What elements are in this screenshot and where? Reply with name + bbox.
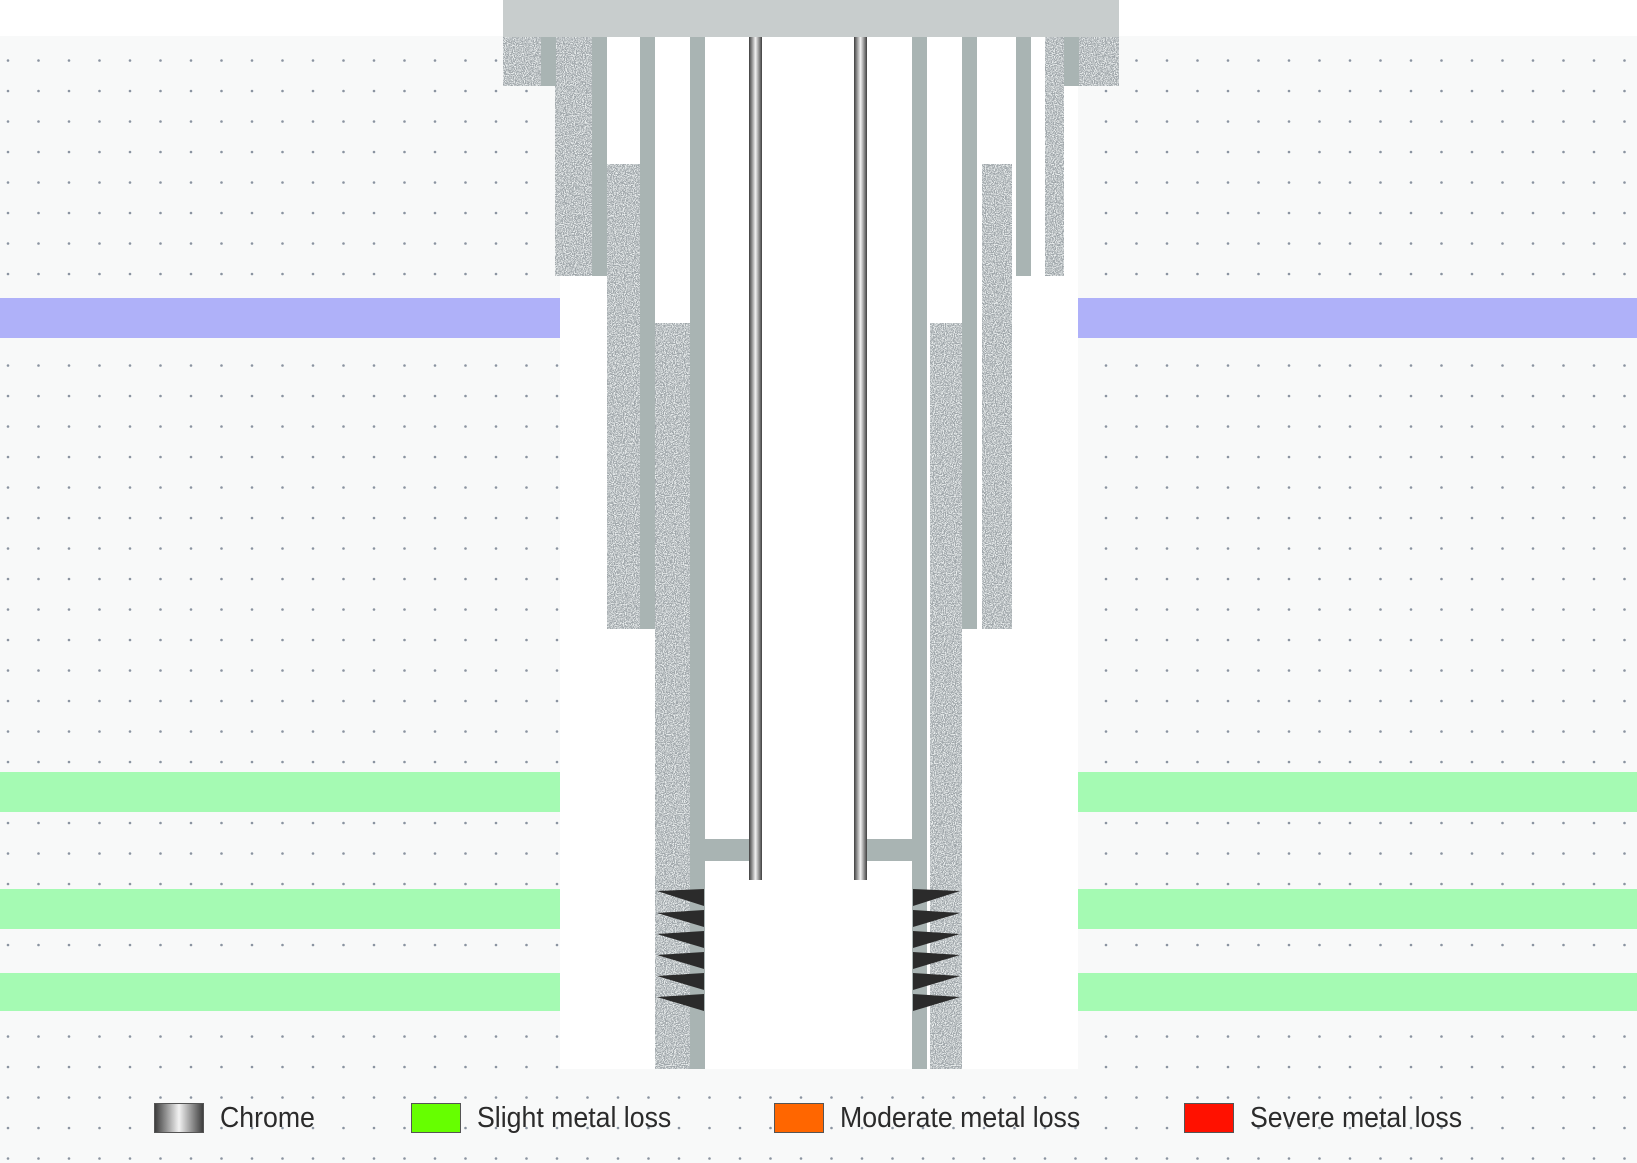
reservoir-layer-1-left	[0, 772, 655, 812]
intermediate-casing-right	[962, 36, 977, 629]
conductor-casing-right	[1064, 36, 1079, 86]
aquifer-layer-right	[1012, 298, 1637, 338]
moderate-loss-swatch	[774, 1103, 824, 1133]
surface-casing-left	[592, 36, 607, 276]
production-casing-left	[690, 36, 705, 1069]
legend-label: Moderate metal loss	[840, 1101, 1081, 1134]
packer-teeth-right	[913, 889, 960, 1011]
tubing-wall-right	[854, 36, 867, 880]
reservoir-layer-2-left	[0, 889, 655, 929]
production-casing-right	[912, 36, 927, 1069]
legend-label: Slight metal loss	[477, 1101, 672, 1134]
legend-label: Chrome	[220, 1101, 315, 1134]
legend-item-chrome: Chrome	[154, 1085, 323, 1151]
casing-strings	[541, 36, 1079, 1069]
packer-teeth-left	[657, 889, 704, 1011]
reservoir-layer-3-left	[0, 973, 655, 1011]
legend-item-severe: Severe metal loss	[1184, 1085, 1481, 1151]
legend-item-slight: Slight metal loss	[411, 1085, 688, 1151]
packer-seat-left	[705, 839, 750, 861]
cement-texture	[503, 36, 1119, 1069]
legend: Chrome Slight metal loss Moderate metal …	[0, 1085, 1637, 1151]
chrome-swatch	[154, 1103, 204, 1133]
intermediate-casing-left	[640, 36, 655, 629]
surface-casing-right	[1016, 36, 1031, 276]
tubing-wall-left	[749, 36, 762, 880]
packer-seat-right	[867, 839, 912, 861]
legend-item-moderate: Moderate metal loss	[774, 1085, 1101, 1151]
aquifer-layer-left	[0, 298, 607, 338]
severe-loss-swatch	[1184, 1103, 1234, 1133]
conductor-casing-left	[541, 36, 556, 86]
slight-loss-swatch	[411, 1103, 461, 1133]
wellhead	[503, 0, 1119, 37]
legend-label: Severe metal loss	[1250, 1101, 1463, 1134]
